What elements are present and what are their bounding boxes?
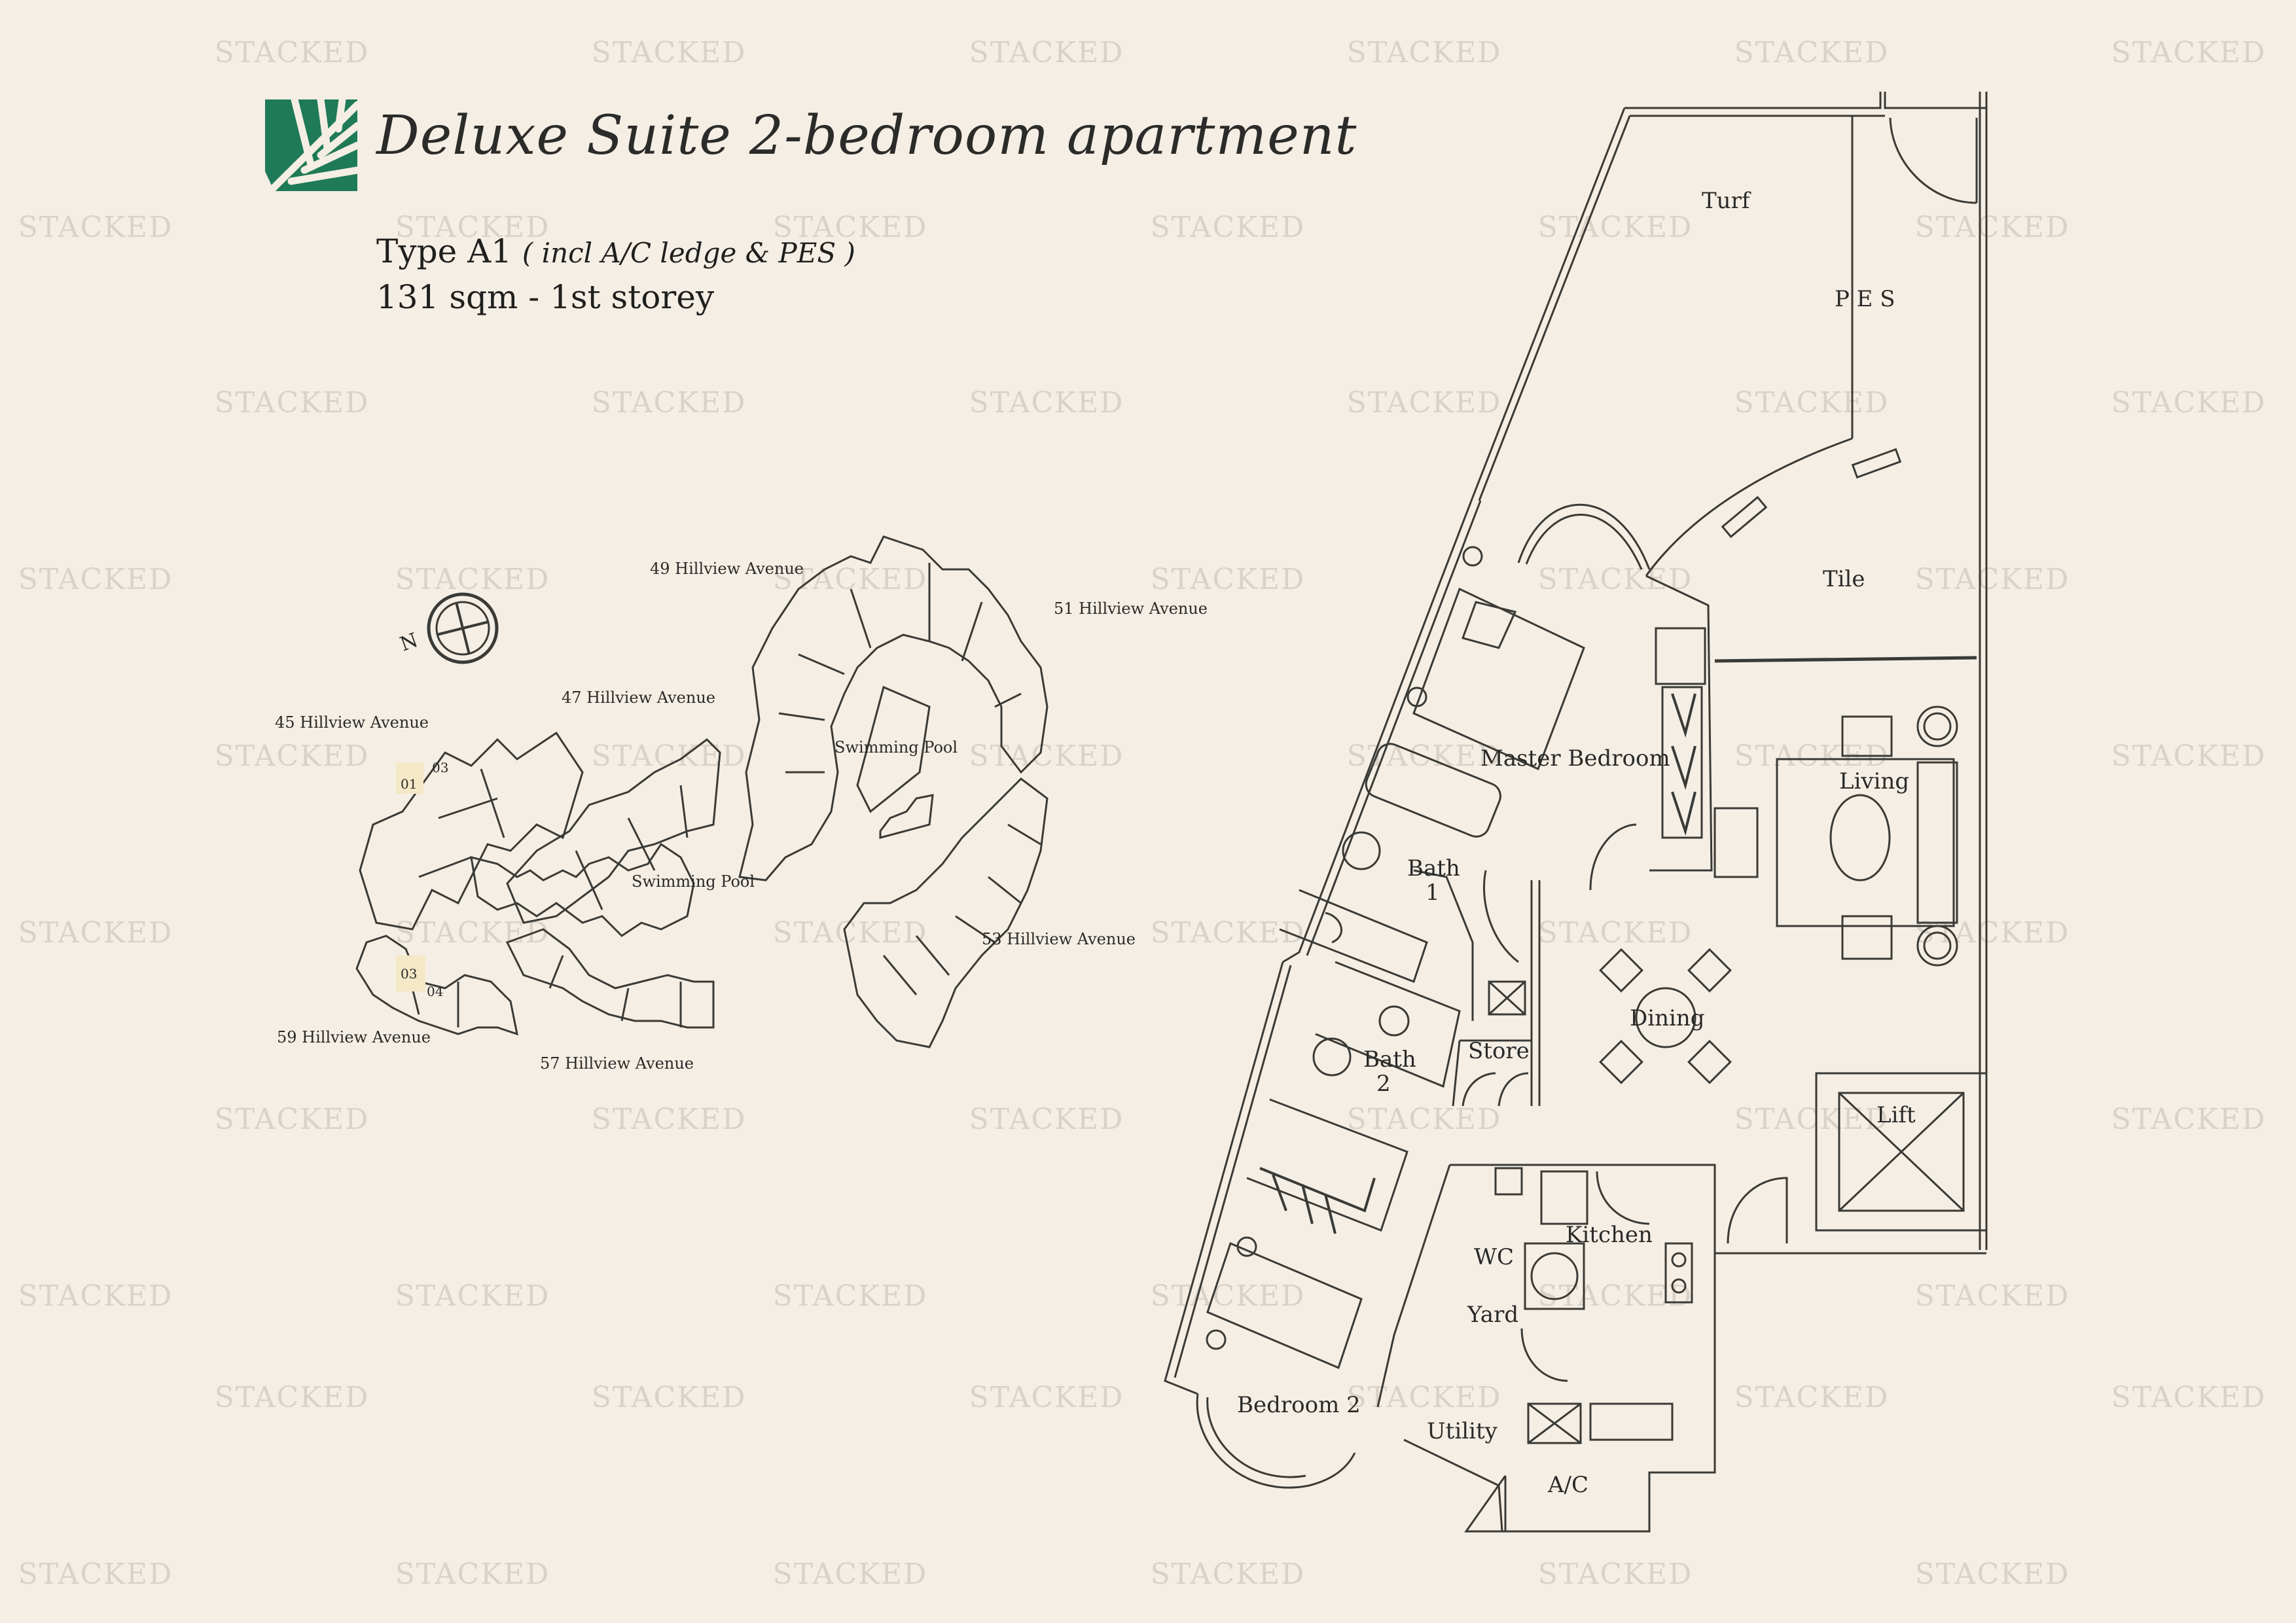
room-label-bath2: Bath — [1363, 1046, 1416, 1073]
watermark: STACKED — [395, 563, 550, 596]
site-plan — [355, 535, 1049, 1048]
watermark: STACKED — [969, 1381, 1124, 1414]
room-label-master-bedroom: Master Bedroom — [1480, 745, 1670, 772]
unit-size: 131 sqm - 1st storey — [376, 278, 715, 316]
block-label-47: 47 Hillview Avenue — [562, 688, 715, 707]
room-label-lift: Lift — [1876, 1102, 1916, 1128]
room-label-bath2-num: 2 — [1376, 1071, 1391, 1097]
watermark: STACKED — [1346, 1103, 1502, 1136]
watermark: STACKED — [1537, 1558, 1693, 1591]
room-label-utility: Utility — [1427, 1418, 1498, 1444]
unit-type: Type A1 ( incl A/C ledge & PES ) — [376, 232, 855, 270]
room-label-turf: Turf — [1702, 188, 1751, 214]
floor-plan — [1164, 92, 1988, 1533]
watermark: STACKED — [969, 36, 1124, 69]
room-label-bedroom2: Bedroom 2 — [1237, 1392, 1361, 1418]
room-label-bath1-num: 1 — [1426, 880, 1440, 906]
watermark: STACKED — [214, 36, 370, 69]
unit-marker: 04 — [427, 984, 443, 999]
watermark: STACKED — [1734, 1381, 1890, 1414]
watermark: STACKED — [214, 740, 370, 773]
watermark: STACKED — [18, 563, 173, 596]
watermark: STACKED — [18, 916, 173, 950]
watermark: STACKED — [214, 1103, 370, 1136]
room-label-tile: Tile — [1823, 566, 1865, 592]
watermark: STACKED — [1914, 211, 2070, 244]
room-label-living: Living — [1839, 768, 1909, 794]
block-label-51: 51 Hillview Avenue — [1054, 599, 1208, 618]
watermark: STACKED — [18, 1279, 173, 1313]
watermark: STACKED — [969, 386, 1124, 419]
site-plan-labels: 49 Hillview Avenue 51 Hillview Avenue 47… — [275, 560, 1208, 1073]
room-label-pes: P E S — [1835, 286, 1895, 312]
block-label-45: 45 Hillview Avenue — [275, 713, 429, 732]
watermark: STACKED — [1537, 211, 1693, 244]
watermark: STACKED — [1914, 1279, 2070, 1313]
watermark: STACKED — [395, 1279, 550, 1313]
room-label-dining: Dining — [1630, 1005, 1705, 1031]
north-label: N — [397, 629, 422, 656]
watermark: STACKED — [2111, 1103, 2267, 1136]
watermark: STACKED — [18, 211, 173, 244]
watermark: STACKED — [1346, 1381, 1502, 1414]
watermark: STACKED — [1734, 1103, 1890, 1136]
room-label-yard: Yard — [1467, 1302, 1518, 1328]
room-label-kitchen: Kitchen — [1566, 1222, 1653, 1248]
compass-icon — [427, 592, 499, 664]
room-label-bath1: Bath — [1407, 855, 1460, 882]
unit-type-label: Type A1 — [376, 232, 512, 270]
watermark: STACKED — [772, 211, 928, 244]
room-label-ac: A/C — [1547, 1472, 1588, 1498]
watermark: STACKED — [2111, 36, 2267, 69]
pool-label-right: Swimming Pool — [834, 738, 958, 757]
unit-marker: 01 — [401, 776, 417, 792]
page-title: Deluxe Suite 2-bedroom apartment — [376, 105, 1357, 167]
block-label-53: 53 Hillview Avenue — [982, 930, 1136, 948]
watermark: STACKED — [214, 1381, 370, 1414]
watermark: STACKED — [591, 1381, 747, 1414]
watermark: STACKED — [1346, 36, 1502, 69]
watermark: STACKED — [1537, 563, 1693, 596]
block-label-49: 49 Hillview Avenue — [650, 560, 804, 578]
pool-label-left: Swimming Pool — [632, 872, 755, 891]
watermark: STACKED — [591, 36, 747, 69]
watermark: STACKED — [18, 1558, 173, 1591]
room-label-wc: WC — [1474, 1244, 1514, 1270]
watermark: STACKED — [2111, 386, 2267, 419]
watermark: STACKED — [1150, 563, 1306, 596]
watermark: STACKED — [591, 386, 747, 419]
watermark: STACKED — [1150, 916, 1306, 950]
watermark: STACKED — [1914, 1558, 2070, 1591]
watermark: STACKED — [969, 1103, 1124, 1136]
watermark: STACKED — [1150, 1279, 1306, 1313]
palm-leaf-icon — [265, 96, 361, 194]
floor-plan-labels: Turf P E S Tile Master Bedroom Living Ba… — [1237, 188, 1916, 1498]
watermark: STACKED — [1150, 211, 1306, 244]
watermark: STACKED — [969, 740, 1124, 773]
watermark: STACKED — [591, 1103, 747, 1136]
watermark: STACKED — [2111, 1381, 2267, 1414]
watermark: STACKED — [1734, 386, 1890, 419]
watermark: STACKED — [1537, 916, 1693, 950]
watermark: STACKED — [1914, 563, 2070, 596]
unit-marker: 03 — [432, 760, 448, 776]
room-label-store: Store — [1468, 1038, 1530, 1064]
watermark: STACKED — [1734, 36, 1890, 69]
watermark: STACKED — [395, 1558, 550, 1591]
unit-marker: 03 — [401, 966, 417, 982]
watermark: STACKED — [395, 211, 550, 244]
watermark: STACKED — [1346, 386, 1502, 419]
block-label-57: 57 Hillview Avenue — [540, 1054, 694, 1073]
watermark: STACKED — [772, 1558, 928, 1591]
watermark: STACKED — [2111, 740, 2267, 773]
unit-type-note: ( incl A/C ledge & PES ) — [522, 237, 855, 269]
watermark: STACKED — [1150, 1558, 1306, 1591]
watermark: STACKED — [772, 1279, 928, 1313]
block-label-59: 59 Hillview Avenue — [277, 1028, 431, 1046]
watermark: STACKED — [214, 386, 370, 419]
